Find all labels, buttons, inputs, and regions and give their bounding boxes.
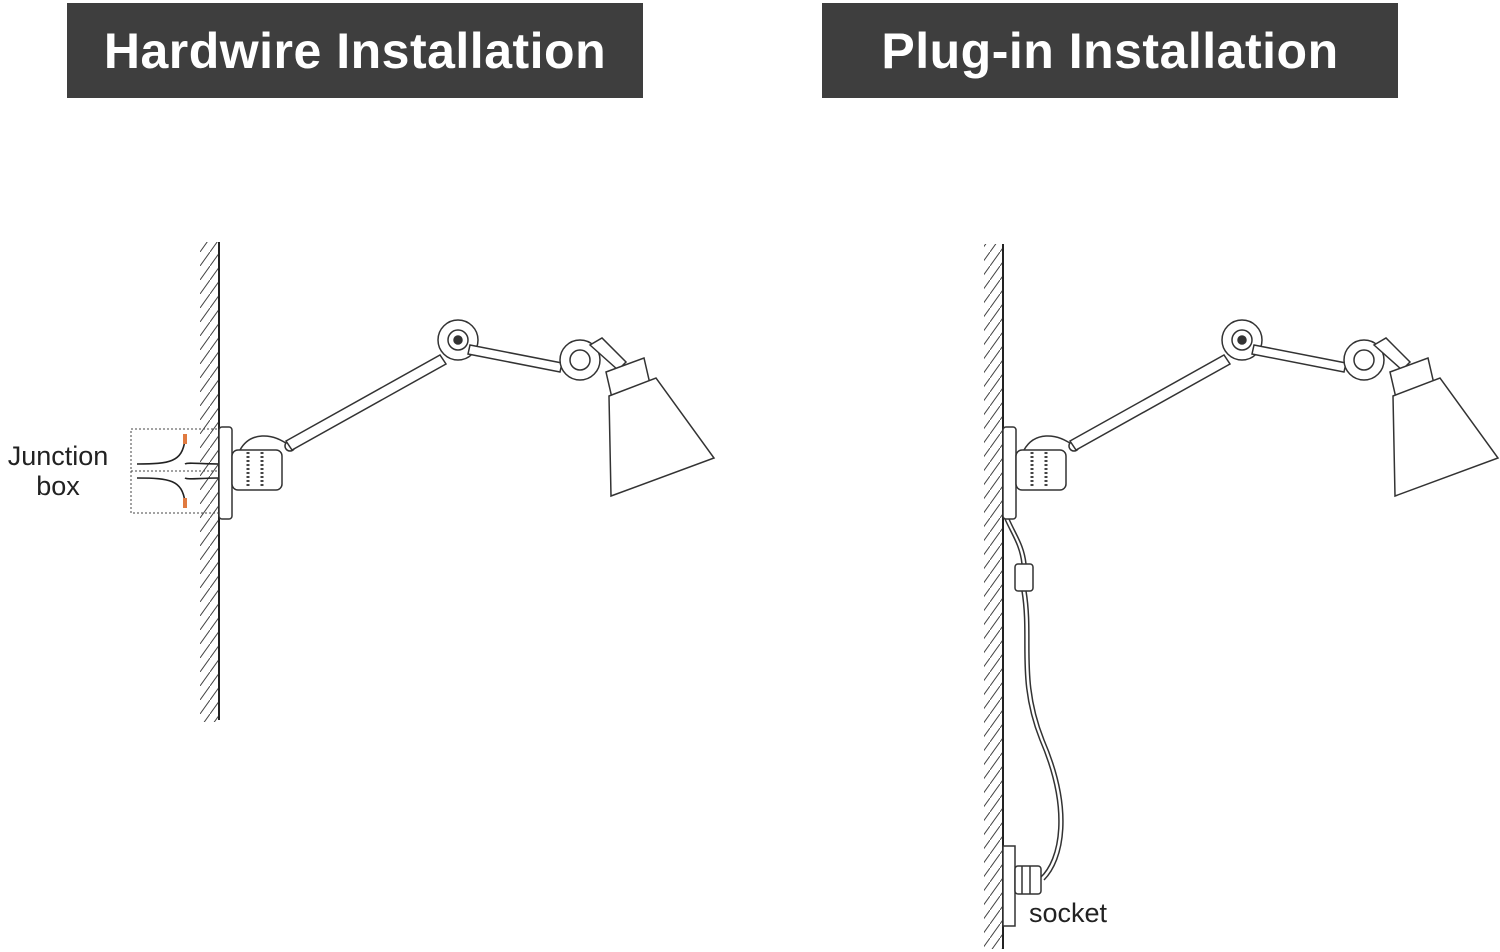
junction-box-label: Junction box (0, 441, 116, 501)
right-wall (984, 244, 1004, 949)
socket-label: socket (1029, 898, 1108, 928)
junction-box-label-line2: box (36, 471, 80, 501)
right-lamp (1002, 319, 1500, 520)
hardwire-installation-title: Hardwire Installation (67, 3, 643, 98)
left-lamp (218, 319, 716, 520)
plug-in-installation-title: Plug-in Installation (822, 3, 1398, 98)
junction-box-label-line1: Junction (7, 441, 109, 471)
wall-socket (1002, 845, 1042, 927)
left-wall (200, 242, 220, 722)
power-cord (1004, 518, 1064, 881)
